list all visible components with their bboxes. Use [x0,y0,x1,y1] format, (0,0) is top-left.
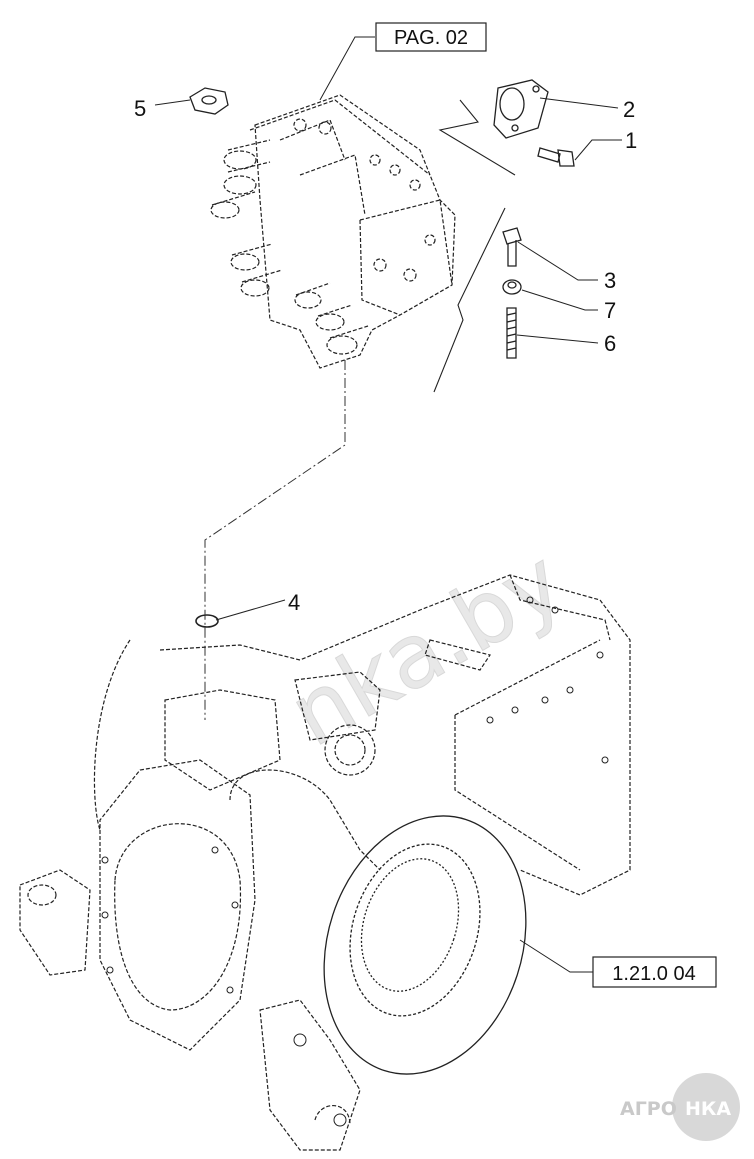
callout-7: 7 [604,298,616,323]
logo-text-right: НКА [685,1098,731,1120]
ref-box-top [375,22,487,52]
callout-1: 1 [625,128,637,153]
assembly-centerline [204,360,346,720]
part-5-fitting [189,87,229,115]
ref-label-bottom: 1.21.0 04 [612,963,695,985]
part-1-bolt [537,147,575,167]
leader-lines [154,36,622,973]
ref-box-bottom [592,956,717,988]
callout-5: 5 [134,96,146,121]
housing-bolt-holes [101,596,609,1127]
housing-bore [323,815,527,1075]
ref-label-top: PAG. 02 [394,27,468,49]
callout-2: 2 [623,97,635,122]
transmission-housing-drawing [19,574,631,1151]
control-valve-drawing [210,94,456,369]
callout-4: 4 [288,590,300,615]
part-3-bolt [502,227,522,267]
watermark-text: nka.by [273,529,580,766]
callout-3: 3 [604,268,616,293]
part-2-flange [493,79,549,139]
agro-nka-logo: АГРО НКА [620,1073,740,1141]
part-6-stud [506,307,517,359]
callout-6: 6 [604,331,616,356]
part-4-o-ring [195,614,219,628]
part-7-washer [502,279,522,295]
break-lines [433,99,516,393]
logo-text-left: АГРО [620,1098,677,1120]
